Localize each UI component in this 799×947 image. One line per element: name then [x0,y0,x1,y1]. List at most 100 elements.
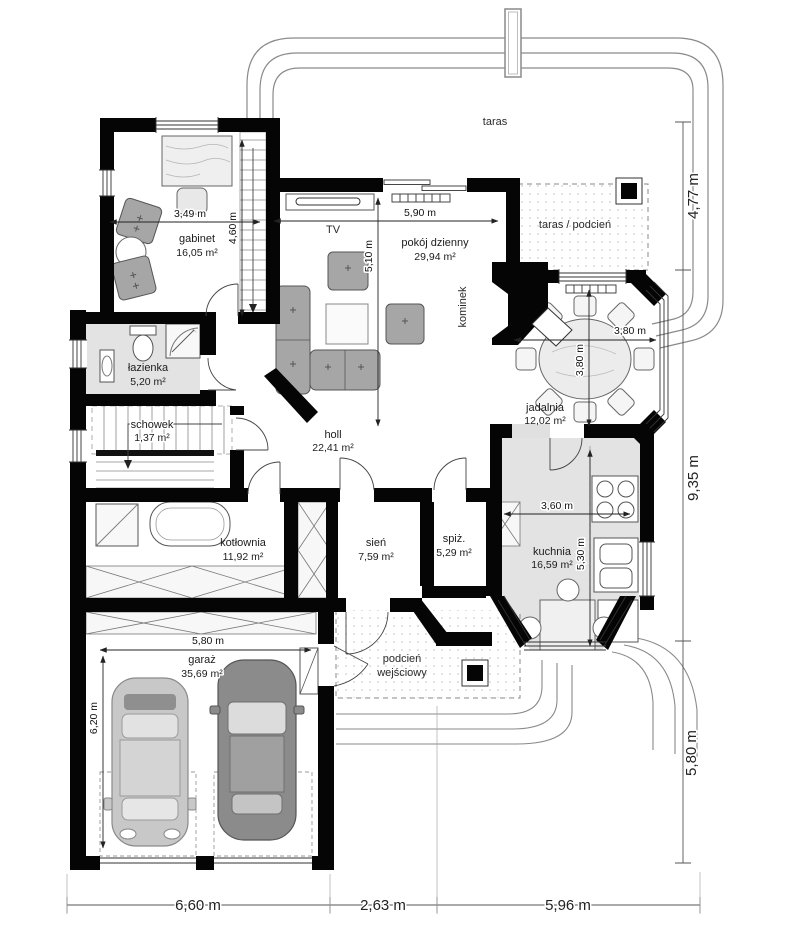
chair [573,401,597,423]
chair [607,388,635,416]
window [69,429,87,463]
staircase-upper [239,131,267,323]
room-label: garaż [188,654,216,666]
door-swing[interactable] [207,357,237,391]
window [69,339,87,369]
columns [461,177,643,687]
room-area: 7,59 m² [358,551,394,563]
room-label: kotłownia [220,537,267,549]
armchair [115,197,163,245]
dimension-label: 4,77 m [685,173,702,219]
chair [633,347,655,371]
kitchen-table [539,599,596,651]
room-area: 11,92 m² [223,551,264,563]
labels: taras taras / podcień TV kominek podcień… [87,116,704,916]
door-swing[interactable] [345,611,389,655]
dimension-label: 3,80 m [614,325,646,337]
room-label: łazienka [128,362,169,374]
doors [205,283,583,687]
terrace-edge-curves [246,37,724,349]
room-label: gabinet [179,233,215,245]
door-swing[interactable] [205,283,239,317]
chair [535,388,563,416]
room-area: 16,05 m² [176,247,218,259]
toilet-tank [129,325,157,336]
path-edge-curves [336,637,698,757]
dimension-label: 5,10 m [363,240,375,272]
door-swing[interactable] [549,437,583,471]
dimension-label: 6,20 m [88,702,100,734]
room-area: 35,69 m² [181,668,223,680]
staircase-lower [91,405,233,489]
door-swing[interactable] [339,457,375,491]
tv-label: TV [326,224,341,236]
room-area: 16,59 m² [531,559,573,571]
tv-soundbar [295,197,361,206]
dimension-lines [99,139,657,849]
room-label: sień [366,537,386,549]
room-area: 22,41 m² [312,442,354,454]
car-dark [209,659,305,841]
dining-kitchen-passage [512,424,550,438]
car-light [103,677,197,847]
walls [70,118,666,870]
kominek-label: kominek [457,286,469,327]
desk [161,135,233,187]
dimension-label: 5,80 m [683,730,700,776]
dimension-label: 2,63 m [360,897,406,914]
room-area: 1,37 m² [134,432,170,444]
dimension-chain-bottom [66,706,701,914]
window [639,541,655,597]
chair [515,347,537,371]
terrace-sliding-door[interactable] [383,177,467,193]
boiler-room-fixtures [95,501,231,547]
taras-podcien-label: taras / podcień [539,219,611,231]
desk-chair [176,187,208,215]
dimension-label: 5,30 m [575,538,587,570]
windows [69,117,669,864]
chair [573,295,597,317]
dimension-label: 5,90 m [404,207,436,219]
water-tank [149,501,231,547]
dimension-label: 5,96 m [545,897,591,914]
window [558,269,627,294]
dimension-label: 3,80 m [574,344,586,376]
room-label: jadalnia [525,402,565,414]
dimension-label: 4,60 m [227,212,239,244]
window [155,117,219,133]
door-swing[interactable] [235,417,269,451]
room-label: spiż. [443,533,466,545]
dimension-chain-right [675,121,691,864]
fireplace [492,282,573,347]
room-label: kuchnia [533,546,572,558]
room-area: 5,29 m² [436,547,472,559]
chair [607,302,635,330]
door-swing[interactable] [333,645,369,687]
gabinet-furniture [111,135,233,301]
room-label: schowek [131,419,174,431]
stool [556,578,580,602]
coffee-table [325,303,369,345]
kitchen-furniture [518,446,639,651]
door-swing[interactable] [247,461,281,495]
room-label: pokój dzienny [401,237,469,249]
podcien-label-line1: podcień [383,653,422,665]
dimension-label: 3,49 m [174,208,206,220]
living-room-furniture [275,193,425,395]
garage-door[interactable] [100,857,312,864]
chimney-post [504,8,522,78]
taras-label: taras [483,116,508,128]
toilet [132,334,154,362]
door-swing[interactable] [433,457,467,491]
dimension-label: 6,60 m [175,897,221,914]
room-area: 29,94 m² [414,251,456,263]
room-label: holl [324,429,341,441]
room-area: 12,02 m² [524,415,566,427]
bay-window [645,281,669,433]
window [99,169,115,197]
room-area: 5,20 m² [130,376,166,388]
garage-contents [99,647,319,857]
dimension-label: 9,35 m [685,455,702,501]
